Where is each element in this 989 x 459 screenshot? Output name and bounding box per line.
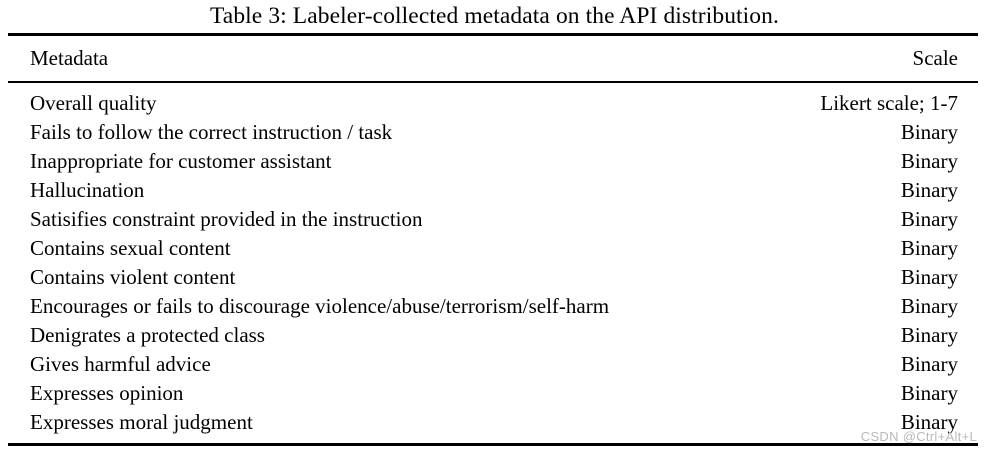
table-bottom-rule [8, 443, 978, 446]
table-body: Overall quality Likert scale; 1-7 Fails … [8, 83, 978, 443]
table-top-rule [8, 33, 978, 36]
cell-metadata: Gives harmful advice [30, 352, 211, 376]
column-header-metadata: Metadata [30, 46, 109, 70]
cell-scale: Binary [900, 294, 958, 318]
table-row: Hallucination Binary [8, 176, 978, 205]
cell-scale: Binary [900, 207, 958, 231]
cell-scale: Binary [900, 265, 958, 289]
cell-metadata: Inappropriate for customer assistant [30, 149, 332, 173]
table-header-rule [8, 81, 978, 83]
cell-scale: Binary [900, 236, 958, 260]
table-row: Gives harmful advice Binary [8, 350, 978, 379]
table-row: Expresses opinion Binary [8, 379, 978, 408]
cell-metadata: Hallucination [30, 178, 145, 202]
table-row: Contains violent content Binary [8, 263, 978, 292]
cell-metadata: Encourages or fails to discourage violen… [30, 294, 610, 318]
table-row: Overall quality Likert scale; 1-7 [8, 83, 978, 118]
cell-scale: Binary [900, 352, 958, 376]
cell-metadata: Denigrates a protected class [30, 323, 265, 347]
cell-scale: Binary [900, 149, 958, 173]
cell-scale: Binary [900, 323, 958, 347]
cell-metadata: Contains violent content [30, 265, 236, 289]
metadata-table-container: Metadata Scale Overall quality Likert sc… [8, 33, 978, 446]
cell-metadata: Expresses moral judgment [30, 410, 253, 434]
metadata-table: Metadata Scale [8, 36, 978, 81]
column-header-scale: Scale [912, 46, 958, 70]
table-row: Denigrates a protected class Binary [8, 321, 978, 350]
watermark: CSDN @Ctrl+Alt+L [860, 429, 977, 444]
header-row: Metadata Scale [8, 36, 978, 81]
table-row: Encourages or fails to discourage violen… [8, 292, 978, 321]
cell-scale: Likert scale; 1-7 [820, 91, 958, 115]
metadata-table-body: Overall quality Likert scale; 1-7 Fails … [8, 83, 978, 443]
cell-metadata: Satisifies constraint provided in the in… [30, 207, 423, 231]
table-row: Fails to follow the correct instruction … [8, 118, 978, 147]
table-header: Metadata Scale [8, 36, 978, 81]
cell-scale: Binary [900, 178, 958, 202]
table-row: Satisifies constraint provided in the in… [8, 205, 978, 234]
cell-metadata: Contains sexual content [30, 236, 231, 260]
cell-metadata: Expresses opinion [30, 381, 184, 405]
cell-scale: Binary [900, 381, 958, 405]
table-row: Contains sexual content Binary [8, 234, 978, 263]
table-caption: Table 3: Labeler-collected metadata on t… [209, 3, 779, 29]
cell-scale: Binary [900, 120, 958, 144]
cell-metadata: Fails to follow the correct instruction … [30, 120, 393, 144]
table-row: Inappropriate for customer assistant Bin… [8, 147, 978, 176]
cell-scale: Binary [900, 410, 958, 434]
table-row: Expresses moral judgment Binary [8, 408, 978, 443]
cell-metadata: Overall quality [30, 91, 157, 115]
